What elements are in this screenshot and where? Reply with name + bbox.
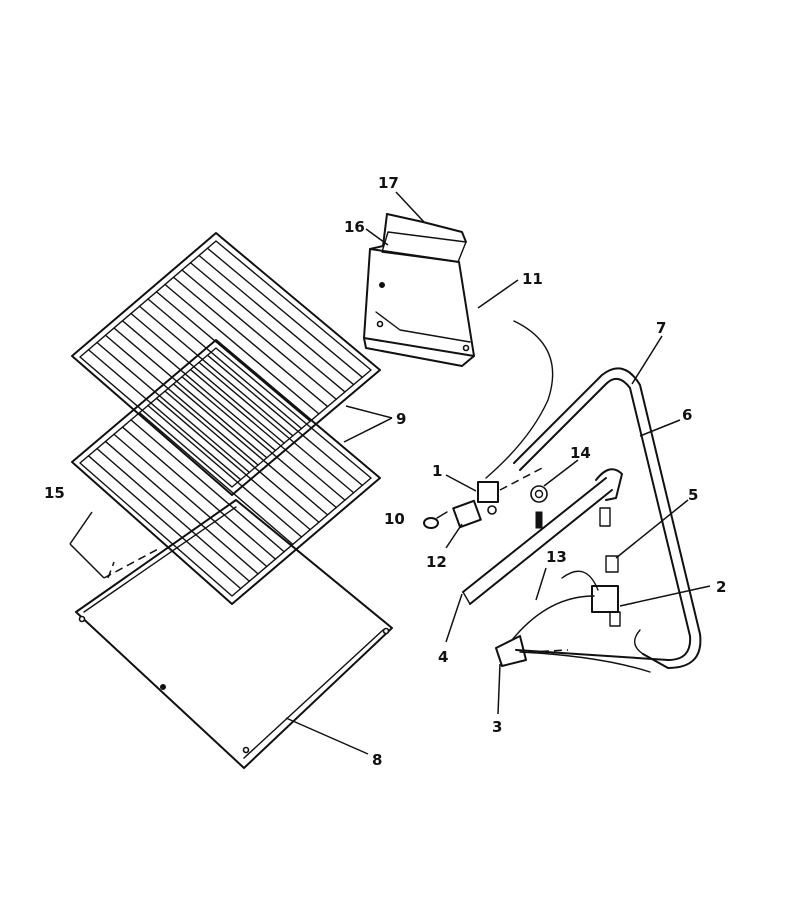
rack-wire: [181, 376, 337, 509]
rack-wire: [206, 354, 364, 487]
callout-4: 4: [438, 648, 448, 666]
rack-wire: [147, 298, 303, 430]
rack-wire: [121, 320, 277, 452]
callout-17: 17: [378, 174, 399, 192]
rack-wire: [96, 341, 251, 474]
callout-3: 3: [492, 718, 502, 736]
rack-wire: [172, 276, 329, 408]
rack-wire: [198, 254, 355, 386]
oven-bottom-panel: [75, 499, 393, 769]
igniter-assembly: [423, 320, 554, 529]
rack-wire: [189, 262, 346, 393]
callout-6: 6: [682, 406, 692, 424]
callout-5: 5: [688, 486, 698, 504]
rack-wire: [155, 291, 311, 422]
pan-outline: [69, 511, 161, 579]
callout-1: 1: [432, 462, 442, 480]
callout-10: 10: [384, 510, 405, 528]
oven-rack-lower: [71, 339, 381, 605]
callout-8: 8: [372, 751, 382, 769]
rack-wire: [155, 397, 311, 531]
rack-wire: [189, 368, 346, 501]
rack-wire: [164, 390, 320, 523]
rack-wire: [206, 247, 364, 379]
rack-wire: [104, 440, 259, 575]
rack-wire: [113, 433, 268, 568]
oven-rack-upper: [71, 232, 381, 496]
rack-wire: [87, 349, 242, 481]
gas-valve: [495, 555, 651, 673]
rack-wire: [181, 269, 337, 400]
callout-16: 16: [344, 218, 365, 236]
rack-wire: [198, 361, 355, 494]
rack-wire: [138, 411, 294, 546]
rack-wire: [138, 305, 294, 437]
rack-wire: [164, 283, 320, 415]
callout-14: 14: [570, 444, 591, 462]
rack-wire: [130, 419, 285, 553]
nut: [530, 485, 548, 529]
rack-wire: [104, 334, 259, 466]
callout-11: 11: [522, 270, 543, 288]
callout-13: 13: [546, 548, 567, 566]
callout-2: 2: [716, 578, 726, 596]
leader-lines: [285, 191, 711, 755]
rack-wire: [113, 327, 268, 459]
bake-element: [513, 367, 702, 669]
callout-7: 7: [656, 319, 666, 337]
rack-wire: [87, 455, 242, 590]
rack-wire: [172, 383, 329, 516]
shield-bracket: [363, 213, 475, 367]
burner-tube: [462, 468, 623, 605]
rack-wire: [130, 312, 285, 444]
rack-wire: [147, 404, 303, 538]
callout-15: 15: [44, 484, 65, 502]
rack-wire: [96, 447, 251, 582]
rack-wire: [121, 426, 277, 560]
callout-12: 12: [426, 553, 447, 571]
callout-9: 9: [396, 410, 406, 428]
